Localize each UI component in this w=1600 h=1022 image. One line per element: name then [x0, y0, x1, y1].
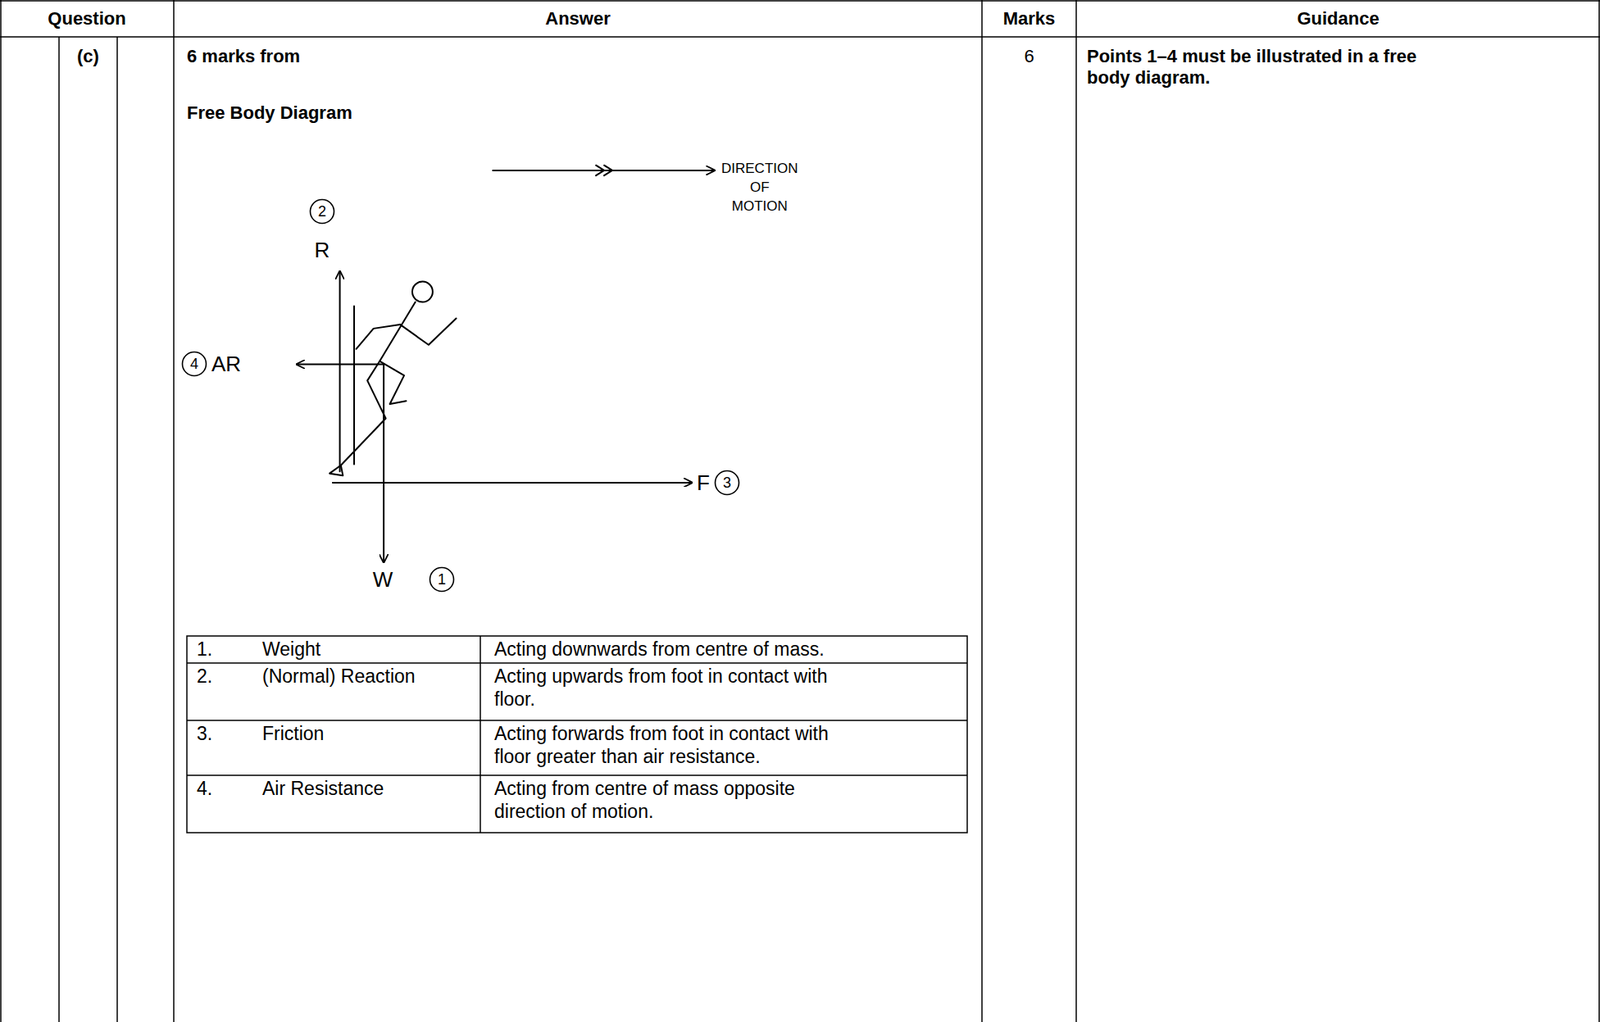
column-header: Guidance [1076, 8, 1600, 30]
question-part: (c) [59, 45, 118, 68]
callout-number: 3 [713, 469, 741, 496]
callout-circle: 4 [181, 350, 208, 378]
column-header: Answer [173, 8, 982, 30]
table-cell: 2. [196, 665, 213, 689]
section-heading: Free Body Diagram [186, 102, 353, 124]
table-cell: Air Resistance [262, 777, 384, 801]
force-label: R [314, 237, 331, 264]
table-cell: 4. [196, 777, 213, 801]
table-cell: 1. [196, 638, 213, 662]
stick-figure [329, 281, 456, 477]
table-cell: 3. [196, 722, 213, 746]
table-cell: Weight [262, 638, 321, 662]
marks-value: 6 [981, 45, 1077, 68]
free-body-diagram [296, 165, 714, 563]
force-label: AR [211, 351, 241, 378]
guidance-note: Points 1–4 must be illustrated in a free… [1086, 45, 1440, 90]
friction-arrow [332, 481, 692, 484]
column-header: Question [0, 8, 174, 30]
table-cell: (Normal) Reaction [262, 665, 416, 689]
callout-circle: 1 [428, 566, 455, 593]
callout-circle: 3 [713, 469, 741, 496]
table-cell: Acting from centre of mass opposite dire… [494, 777, 851, 823]
force-label: F [696, 470, 710, 496]
inner-table [186, 636, 968, 833]
direction-label: DIRECTION OF MOTION [721, 159, 799, 217]
reaction-arrow [339, 271, 341, 472]
table-cell: Acting downwards from centre of mass. [494, 638, 851, 662]
table-cell: Friction [262, 722, 324, 746]
force-label: W [372, 567, 394, 593]
callout-number: 4 [181, 350, 208, 378]
callout-number: 2 [309, 198, 336, 225]
answer-intro: 6 marks from [186, 45, 300, 68]
callout-number: 1 [428, 566, 455, 593]
weight-arrow [382, 363, 385, 563]
air-resistance-arrow [296, 363, 384, 365]
callout-circle: 2 [309, 198, 336, 225]
table-cell: Acting upwards from foot in contact with… [494, 665, 851, 711]
column-header: Marks [981, 8, 1077, 30]
chevrons [595, 165, 613, 176]
table-cell: Acting forwards from foot in contact wit… [494, 722, 851, 769]
